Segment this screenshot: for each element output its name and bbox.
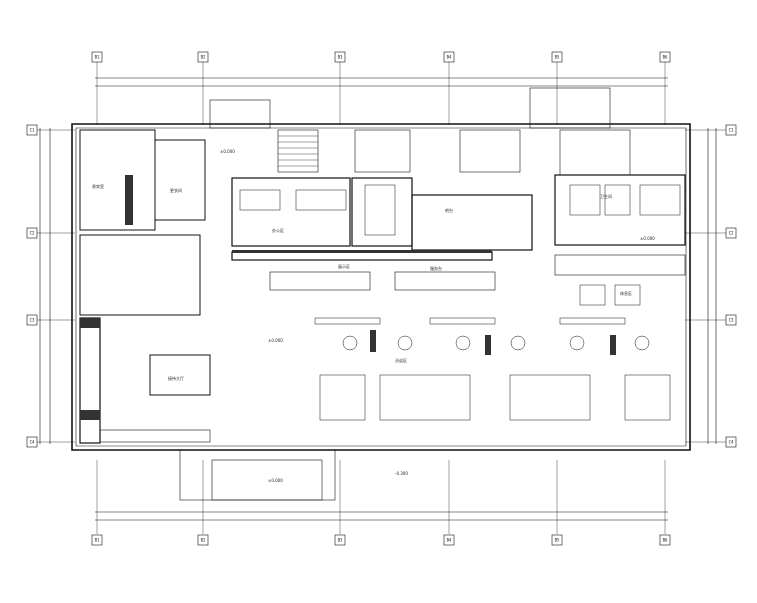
grid-left-label: C1	[30, 128, 35, 133]
grid-right-label: C1	[729, 128, 734, 133]
grid-top-label: B2	[201, 55, 206, 60]
room-label: 服务台	[430, 265, 442, 271]
grid-top-label: B3	[338, 55, 343, 60]
grid-bottom-label: B2	[201, 538, 206, 543]
elevation-mark: -0.300	[395, 471, 408, 476]
grid-top-label: B4	[447, 55, 452, 60]
room-label: 展示区	[338, 263, 350, 269]
grid-right-label: C2	[729, 231, 734, 236]
grid-bottom-label: B4	[447, 538, 452, 543]
room-label: 休息区	[620, 290, 632, 296]
room-label: 接待大厅	[168, 375, 184, 381]
grid-top-markers: B1 B2 B3 B4 B5 B6	[91, 51, 671, 63]
grid-right-label: C3	[729, 318, 734, 323]
grid-bottom-markers: B1 B2 B3 B4 B5 B6	[91, 534, 671, 546]
room-labels: 接待大厅 更衣间 办公区 洽谈区 卫生间 服务台 休息区 展示区 贵宾室 吧台	[92, 183, 632, 381]
elevation-mark: ±0.000	[640, 236, 655, 241]
grid-left-label: C4	[30, 440, 35, 445]
grid-bottom-label: B3	[338, 538, 343, 543]
room-label: 办公区	[272, 227, 284, 233]
elevation-marks: ±0.000 ±0.000 ±0.000 -0.300 ±0.000	[220, 149, 655, 483]
grid-top-label: B6	[663, 55, 668, 60]
room-label: 更衣间	[170, 187, 182, 193]
elevation-mark: ±0.000	[268, 478, 283, 483]
grid-top-label: B1	[95, 55, 100, 60]
grid-right-markers: C1 C2 C3 C4	[725, 124, 737, 448]
elevation-mark: ±0.000	[268, 338, 283, 343]
grid-right-label: C4	[729, 440, 734, 445]
grid-bottom-label: B1	[95, 538, 100, 543]
elevation-mark: ±0.000	[220, 149, 235, 154]
grid-bottom-label: B6	[663, 538, 668, 543]
grid-bottom-label: B5	[555, 538, 560, 543]
room-label: 卫生间	[600, 193, 612, 199]
room-label: 洽谈区	[395, 357, 407, 363]
grid-top-label: B5	[555, 55, 560, 60]
grid-left-label: C3	[30, 318, 35, 323]
room-label: 贵宾室	[92, 183, 104, 189]
grid-left-markers: C1 C2 C3 C4	[26, 124, 38, 448]
grid-left-label: C2	[30, 231, 35, 236]
room-label: 吧台	[445, 207, 453, 213]
